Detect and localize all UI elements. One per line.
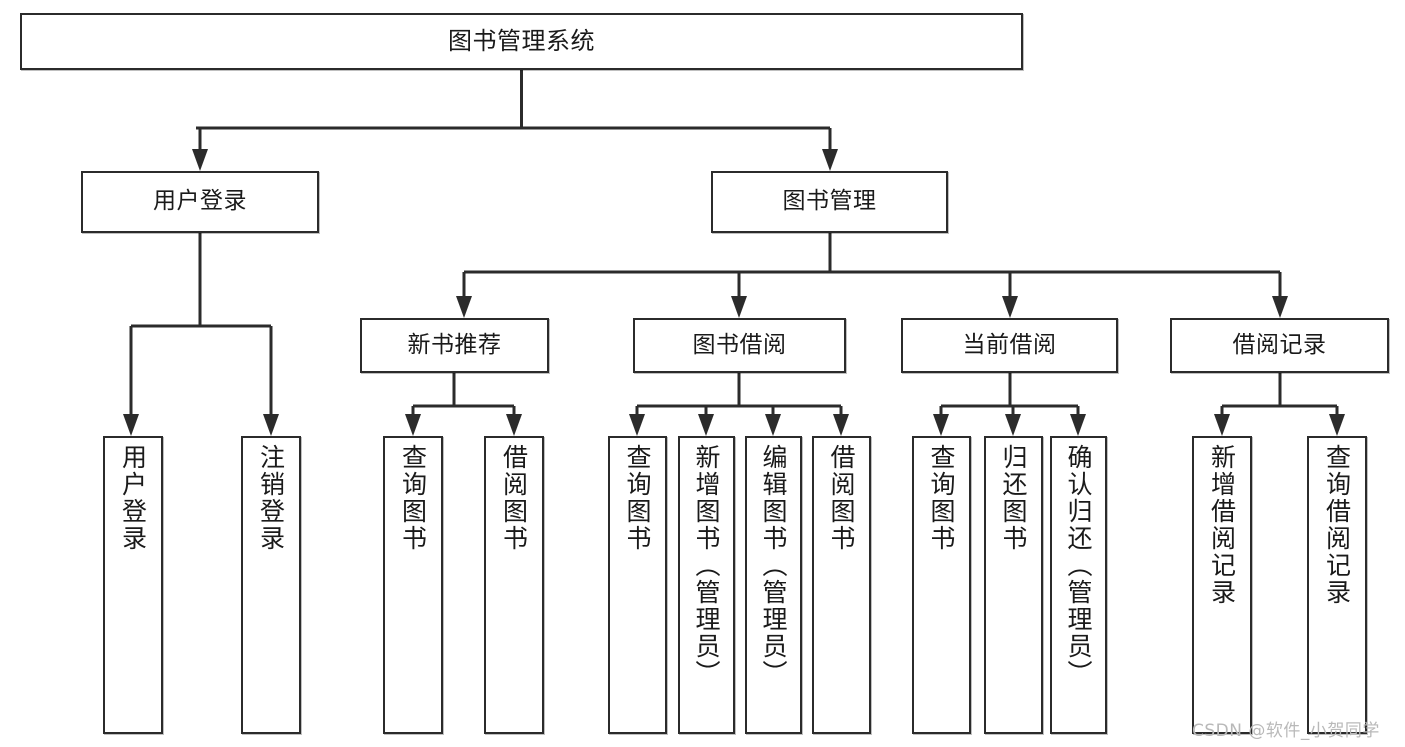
arrowhead-3-0 bbox=[456, 296, 472, 318]
node-leaf-return-book[interactable]: 归还图书 bbox=[984, 436, 1043, 734]
arrowhead-5-1 bbox=[698, 414, 714, 436]
arrowhead-3-3 bbox=[1272, 296, 1288, 318]
node-label-leaf-borrow-book-2: 借阅图书 bbox=[827, 444, 856, 552]
node-label-borrow-record: 借阅记录 bbox=[1232, 331, 1327, 358]
connector-book-admin-to-level3 bbox=[462, 233, 1282, 311]
arrowhead-1-0 bbox=[822, 149, 838, 171]
node-book-admin[interactable]: 图书管理 bbox=[711, 171, 948, 233]
node-label-book-admin: 图书管理 bbox=[782, 188, 877, 215]
node-label-leaf-user-login: 用户登录 bbox=[118, 444, 148, 552]
arrowhead-4-0 bbox=[405, 414, 421, 436]
node-label-new-book-rec: 新书推荐 bbox=[407, 331, 502, 358]
node-label-root: 图书管理系统 bbox=[448, 27, 595, 56]
arrowhead-0-0 bbox=[192, 149, 208, 171]
arrowhead-2-0 bbox=[123, 414, 139, 436]
arrowhead-6-0 bbox=[933, 414, 949, 436]
node-label-leaf-query-book-1: 查询图书 bbox=[398, 444, 428, 552]
connector-user-login-to-children bbox=[129, 233, 273, 429]
node-leaf-add-record[interactable]: 新增借阅记录 bbox=[1192, 436, 1252, 734]
node-label-leaf-query-book-2: 查询图书 bbox=[623, 444, 652, 552]
node-label-leaf-add-record: 新增借阅记录 bbox=[1207, 444, 1237, 606]
node-leaf-add-book[interactable]: 新增图书（管理员） bbox=[678, 436, 735, 734]
node-leaf-query-record[interactable]: 查询借阅记录 bbox=[1307, 436, 1367, 734]
arrowhead-5-0 bbox=[629, 414, 645, 436]
arrowhead-6-2 bbox=[1070, 414, 1086, 436]
node-leaf-logout[interactable]: 注销登录 bbox=[241, 436, 301, 734]
node-borrow-record[interactable]: 借阅记录 bbox=[1170, 318, 1389, 373]
node-leaf-borrow-book-2[interactable]: 借阅图书 bbox=[812, 436, 871, 734]
connector-book-borrow-to-leaves bbox=[635, 373, 843, 429]
node-label-leaf-add-book: 新增图书（管理员） bbox=[692, 444, 721, 687]
arrowhead-3-1 bbox=[731, 296, 747, 318]
connector-new-book-rec-to-leaves bbox=[411, 373, 516, 429]
node-label-leaf-query-record: 查询借阅记录 bbox=[1322, 444, 1352, 606]
node-leaf-borrow-book-1[interactable]: 借阅图书 bbox=[484, 436, 544, 734]
node-leaf-user-login[interactable]: 用户登录 bbox=[103, 436, 163, 734]
node-label-leaf-return-book: 归还图书 bbox=[999, 444, 1028, 552]
arrowhead-3-2 bbox=[1002, 296, 1018, 318]
connector-current-borrow-to-leaves bbox=[939, 373, 1080, 429]
node-leaf-confirm-return[interactable]: 确认归还（管理员） bbox=[1050, 436, 1107, 734]
connector-borrow-record-to-leaves bbox=[1220, 373, 1339, 429]
node-user-login[interactable]: 用户登录 bbox=[81, 171, 319, 233]
arrowhead-4-1 bbox=[506, 414, 522, 436]
arrowhead-5-3 bbox=[833, 414, 849, 436]
node-leaf-edit-book[interactable]: 编辑图书（管理员） bbox=[745, 436, 802, 734]
node-book-borrow[interactable]: 图书借阅 bbox=[633, 318, 846, 373]
node-leaf-query-book-3[interactable]: 查询图书 bbox=[912, 436, 971, 734]
node-label-user-login: 用户登录 bbox=[153, 188, 247, 215]
arrowhead-5-2 bbox=[765, 414, 781, 436]
node-current-borrow[interactable]: 当前借阅 bbox=[901, 318, 1118, 373]
node-label-leaf-edit-book: 编辑图书（管理员） bbox=[759, 444, 788, 687]
node-label-leaf-query-book-3: 查询图书 bbox=[927, 444, 956, 552]
arrowhead-2-1 bbox=[263, 414, 279, 436]
arrowhead-6-1 bbox=[1005, 414, 1021, 436]
node-leaf-query-book-2[interactable]: 查询图书 bbox=[608, 436, 667, 734]
arrowhead-7-1 bbox=[1329, 414, 1345, 436]
node-label-leaf-logout: 注销登录 bbox=[256, 444, 286, 552]
node-new-book-rec[interactable]: 新书推荐 bbox=[360, 318, 549, 373]
node-label-book-borrow: 图书借阅 bbox=[692, 331, 787, 358]
node-label-current-borrow: 当前借阅 bbox=[962, 331, 1057, 358]
node-label-leaf-confirm-return: 确认归还（管理员） bbox=[1064, 444, 1093, 687]
node-root[interactable]: 图书管理系统 bbox=[20, 13, 1023, 70]
node-leaf-query-book-1[interactable]: 查询图书 bbox=[383, 436, 443, 734]
csdn-watermark: CSDN @软件_小贺同学 bbox=[1192, 721, 1380, 741]
arrowhead-7-0 bbox=[1214, 414, 1230, 436]
node-label-leaf-borrow-book-1: 借阅图书 bbox=[499, 444, 529, 552]
connector-root-to-user-login bbox=[196, 70, 830, 164]
